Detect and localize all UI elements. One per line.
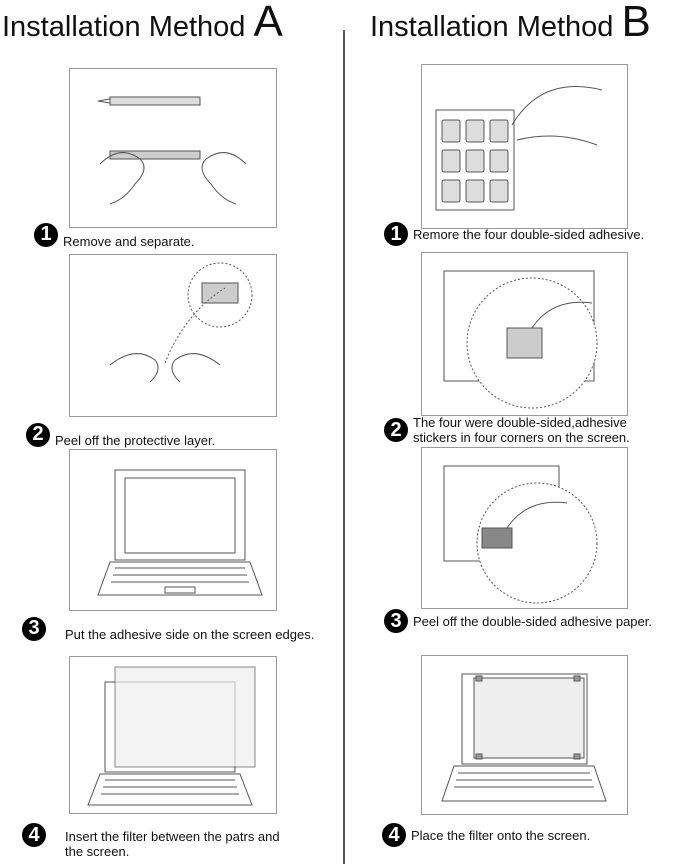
step-number-badge: 4 [22,823,46,847]
illustration-adhesive-edges [69,449,277,611]
step-b-3: 3 Peel off the double-sided adhesive pape… [384,609,652,633]
step-a-2: 2 Peel off the protective layer. [26,421,215,448]
step-number-badge: 1 [34,222,58,247]
step-a-4: 4 Insert the filter between the patrs and… [22,823,295,859]
step-text: Remove and separate. [63,234,195,249]
step-number-badge: 1 [384,222,408,246]
step-number-badge: 3 [384,609,408,633]
illustration-separate-strips [69,68,277,228]
step-a-1: 1 Remove and separate. [34,220,195,249]
illustration-insert-filter [69,656,277,814]
step-text: Place the filter onto the screen. [411,827,591,843]
step-b-1: 1 Remore the four double-sided adhesive. [384,222,644,246]
step-text: Insert the filter between the patrs and … [65,829,280,859]
illustration-place-filter [421,655,628,815]
illustration-peel-adhesive-paper [421,447,628,609]
step-number-badge: 2 [26,422,50,447]
step-text: Peel off the double-sided adhesive paper… [413,613,652,629]
step-b-4: 4 Place the filter onto the screen. [382,823,590,847]
step-number-badge: 4 [382,823,406,847]
illustration-corner-stickers [421,252,628,416]
step-text: The four were double-sided,adhesive stic… [413,415,630,445]
column-divider [343,30,345,864]
step-text: Peel off the protective layer. [55,433,216,448]
step-number-badge: 2 [384,418,408,442]
step-a-3: 3 Put the adhesive side on the screen edg… [22,615,314,642]
step-text: Remore the four double-sided adhesive. [413,226,645,242]
method-b-title: Installation Method B [370,0,651,46]
method-a-title: Installation Method A [2,0,283,46]
step-text: Put the adhesive side on the screen edge… [65,627,315,642]
illustration-peel-layer [69,254,277,417]
illustration-adhesive-sheet [421,64,628,229]
step-number-badge: 3 [22,616,46,641]
